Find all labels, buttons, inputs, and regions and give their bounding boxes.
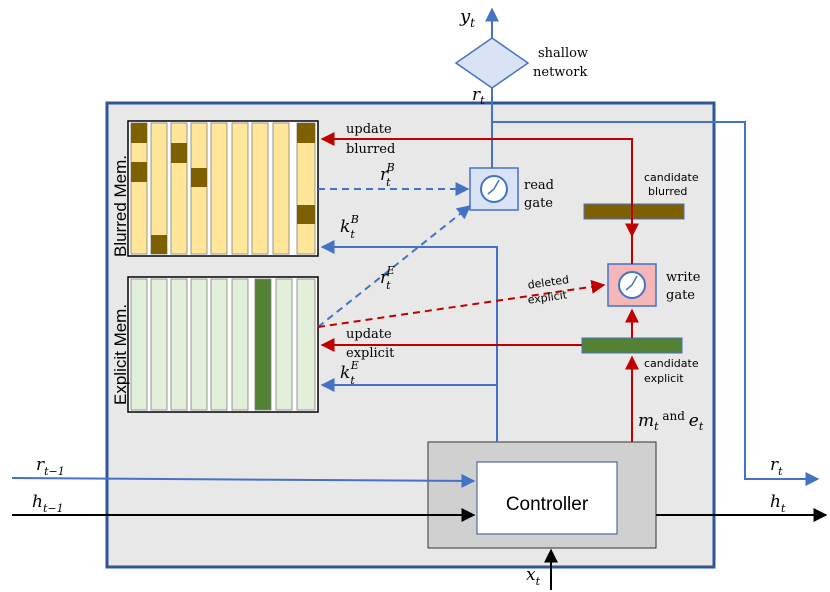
blurred-memory-marks bbox=[131, 123, 315, 254]
controller-label: Controller bbox=[506, 494, 589, 515]
deleted-explicit-arrow bbox=[317, 279, 606, 328]
candidate-blurred-label-line2: blurred bbox=[648, 185, 687, 198]
hidden-output-label: ht bbox=[770, 492, 786, 515]
memory-erase-label: mt and et bbox=[638, 409, 704, 433]
read-gate-label-line1: read bbox=[524, 178, 554, 193]
previous-read-label: rt−1 bbox=[36, 455, 65, 478]
explicit-memory-label: Explicit Mem. bbox=[111, 304, 130, 405]
write-gate-label-line1: write bbox=[666, 270, 701, 285]
read-vector-label: rt bbox=[472, 85, 485, 107]
update-explicit-label-line2: explicit bbox=[346, 346, 395, 361]
read-blurred-label: rtB bbox=[380, 161, 395, 189]
shallow-network-label-line2: network bbox=[533, 65, 587, 80]
blurred-memory-label: Blurred Mem. bbox=[111, 155, 130, 257]
candidate-explicit-label-line2: explicit bbox=[644, 372, 684, 385]
explicit-memory bbox=[127, 276, 319, 413]
key-path bbox=[320, 240, 498, 442]
explicit-memory-columns bbox=[130, 278, 316, 411]
candidate-explicit-label-line1: candidate bbox=[644, 357, 699, 370]
key-explicit-label: ktE bbox=[340, 359, 359, 387]
write-gate-label-line2: gate bbox=[666, 288, 695, 303]
update-explicit-label-line1: update bbox=[346, 327, 392, 342]
read-output-label: rt bbox=[770, 455, 783, 478]
shallow-network-label-line1: shallow bbox=[538, 46, 588, 61]
read-vector-output-path bbox=[492, 121, 820, 486]
clock-gauge-icon bbox=[480, 175, 508, 203]
read-explicit-arrow bbox=[317, 205, 472, 328]
previous-hidden-label: ht−1 bbox=[32, 492, 64, 515]
deleted-explicit-label-line2: explicit bbox=[527, 288, 569, 306]
previous-read-arrow bbox=[11, 473, 476, 488]
shallow-network-diamond bbox=[454, 37, 530, 89]
blurred-memory bbox=[127, 120, 319, 257]
candidate-blurred-label-line1: candidate bbox=[644, 171, 699, 184]
candidate-blurred-bar bbox=[583, 203, 685, 220]
clock-gauge-icon bbox=[618, 271, 646, 299]
blurred-memory-columns bbox=[130, 122, 316, 255]
read-explicit-label: rtE bbox=[380, 264, 395, 292]
output-label: yt bbox=[459, 6, 475, 30]
key-blurred-label: ktB bbox=[340, 213, 359, 241]
update-blurred-label-line1: update bbox=[346, 122, 392, 137]
candidate-explicit-bar bbox=[581, 337, 683, 354]
read-gate-label-line2: gate bbox=[524, 196, 553, 211]
input-label: xt bbox=[526, 565, 541, 588]
deleted-explicit-label-line1: deleted bbox=[527, 273, 570, 292]
update-blurred-label-line2: blurred bbox=[346, 142, 395, 157]
controller-inner-box bbox=[476, 461, 618, 535]
